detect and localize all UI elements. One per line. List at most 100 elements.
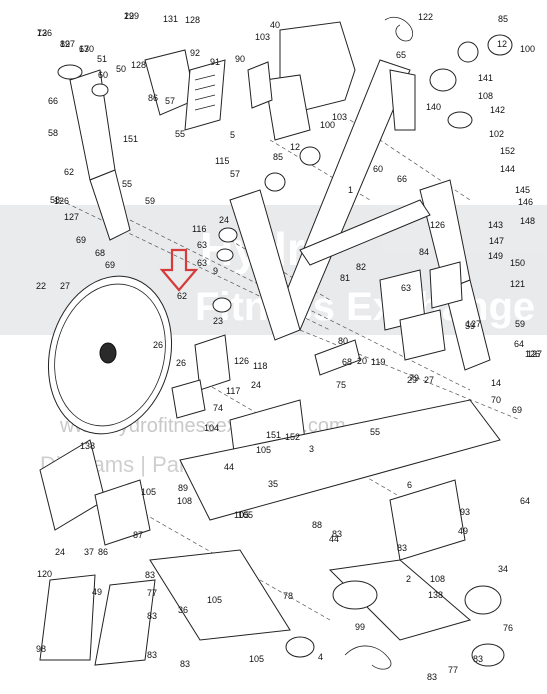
part-label: 14 [491, 378, 501, 388]
part-label: 98 [36, 644, 46, 654]
part-label: 84 [419, 247, 429, 257]
part-label: 24 [251, 380, 261, 390]
part-label: 65 [396, 50, 406, 60]
part-label: 130 [79, 44, 94, 54]
part-label: 27 [424, 375, 434, 385]
part-label: 105 [207, 595, 222, 605]
part-label: 83 [145, 570, 155, 580]
part-label: 105 [234, 510, 249, 520]
part-label: 90 [235, 54, 245, 64]
part-label: 129 [124, 11, 139, 21]
part-label: 64 [520, 496, 530, 506]
part-label: 78 [283, 591, 293, 601]
wire-122 [384, 17, 413, 42]
part-label: 152 [285, 432, 300, 442]
part-label: 58 [48, 128, 58, 138]
part-label: 55 [370, 427, 380, 437]
part-label: 89 [178, 483, 188, 493]
part-label: 149 [488, 251, 503, 261]
part-label: 57 [165, 96, 175, 106]
part-label: 70 [491, 395, 501, 405]
part-label: 60 [373, 164, 383, 174]
part-label: 86 [148, 93, 158, 103]
part-label: 44 [224, 462, 234, 472]
part-label: 83 [180, 659, 190, 669]
part-label: 2 [406, 574, 411, 584]
part-label: 49 [458, 526, 468, 536]
part-label: 83 [147, 611, 157, 621]
part-label: 151 [123, 134, 138, 144]
part-label: 12 [497, 39, 507, 49]
part-label: 67 [79, 44, 89, 54]
part-label: 83 [473, 654, 483, 664]
bracket-90 [247, 61, 273, 109]
part-label: 66 [397, 174, 407, 184]
part-label: 121 [510, 279, 525, 289]
part-label: 105 [256, 445, 271, 455]
part-label: 127 [466, 319, 481, 329]
part-label: 12 [290, 142, 300, 152]
part-label: 115 [215, 156, 229, 166]
part-label: 26 [176, 358, 186, 368]
watermark-line2: Fitness Exchange [195, 285, 535, 329]
part-label: 126 [37, 28, 52, 38]
part-label: 82 [356, 262, 366, 272]
part-label: 59 [145, 196, 155, 206]
electronics-bracket [379, 261, 463, 361]
part-label: 128 [185, 15, 200, 25]
part-label: 50 [116, 64, 126, 74]
part-label: 9 [213, 266, 218, 276]
part-label: 85 [273, 152, 283, 162]
part-label: 55 [122, 179, 132, 189]
part-label: 79 [409, 373, 419, 383]
part-label: 118 [253, 361, 267, 371]
console-housing [264, 21, 356, 141]
part-label: 64 [514, 339, 524, 349]
small-parts [264, 34, 513, 667]
part-label: 127 [64, 212, 79, 222]
console-bracket [144, 49, 226, 131]
part-label: 99 [355, 622, 365, 632]
part-label: 34 [498, 564, 508, 574]
part-label: 126 [54, 196, 69, 206]
part-label: 57 [230, 169, 240, 179]
part-label: 105 [249, 654, 264, 664]
part-label: 60 [98, 70, 108, 80]
part-label: 138 [428, 590, 443, 600]
part-label: 77 [448, 665, 458, 675]
drive-parts [171, 334, 231, 419]
part-label: 126 [525, 349, 540, 359]
part-label: 83 [147, 650, 157, 660]
part-label: 66 [48, 96, 58, 106]
part-label: 83 [397, 543, 407, 553]
part-label: 108 [430, 574, 445, 584]
crossbar [299, 199, 431, 266]
part-label: 147 [489, 236, 504, 246]
part-label: 24 [55, 547, 65, 557]
part-label: 36 [178, 605, 188, 615]
part-label: 69 [105, 260, 115, 270]
part-label: 86 [98, 547, 108, 557]
part-label: 143 [488, 220, 503, 230]
part-label: 73 [37, 28, 47, 38]
part-label: 55 [175, 129, 185, 139]
part-label: 23 [213, 316, 223, 326]
part-label: 142 [490, 105, 505, 115]
part-label: 51 [97, 54, 107, 64]
part-label: 128 [131, 60, 146, 70]
part-label: 116 [192, 224, 206, 234]
part-label: 88 [312, 520, 322, 530]
part-label: 152 [500, 146, 515, 156]
part-label: 85 [498, 14, 508, 24]
part-label: 102 [489, 129, 504, 139]
part-label: 92 [190, 48, 200, 58]
part-label: 49 [92, 587, 102, 597]
part-label: 138 [80, 441, 95, 451]
highlight-arrow [159, 248, 199, 292]
part-label: 146 [518, 197, 533, 207]
part-label: 69 [76, 235, 86, 245]
part-label: 126 [234, 356, 249, 366]
flywheel [47, 275, 173, 435]
part-label: 5 [230, 130, 235, 140]
part-label: 58 [50, 195, 60, 205]
